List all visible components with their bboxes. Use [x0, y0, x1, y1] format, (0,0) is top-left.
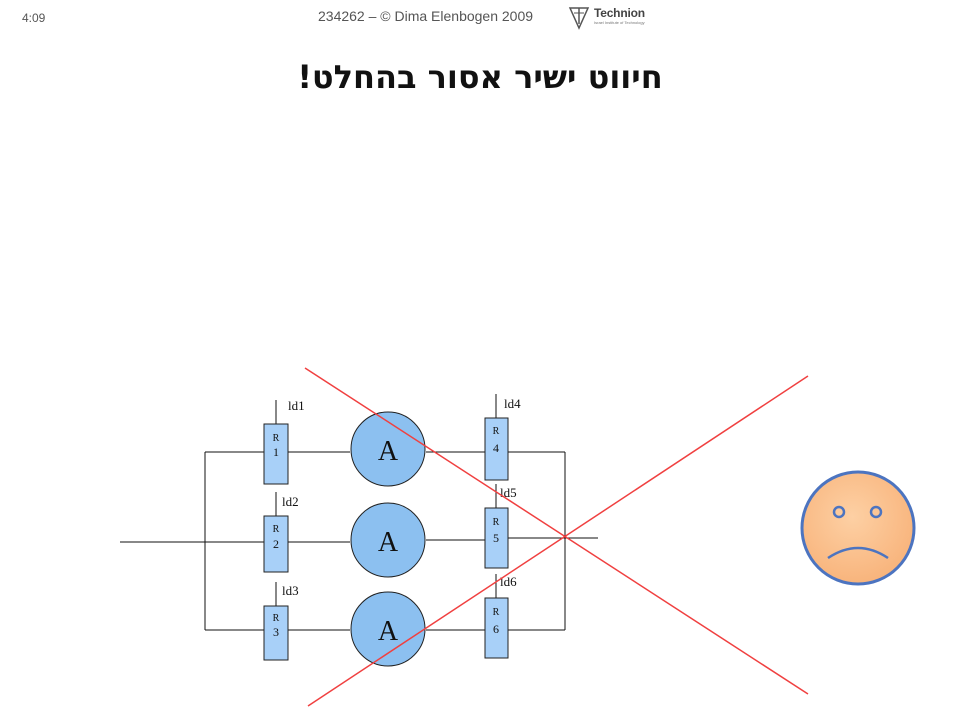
amplifier-2: A — [350, 502, 426, 578]
resistor-r5-number: 5 — [493, 531, 499, 545]
technion-emblem-icon — [568, 7, 590, 30]
amplifier-1-label: A — [378, 436, 399, 467]
label-ld2: ld2 — [282, 494, 299, 509]
resistor-r2-number: 2 — [273, 537, 279, 551]
logo-text: Technion — [594, 6, 645, 20]
label-ld1: ld1 — [288, 398, 305, 413]
resistor-r6-number: 6 — [493, 622, 499, 636]
resistor-r1-number: 1 — [273, 445, 279, 459]
resistor-r4-number: 4 — [493, 441, 499, 455]
label-ld4: ld4 — [504, 396, 521, 411]
resistor-r2: R 2 — [263, 515, 289, 573]
resistor-r5-letter: R — [493, 517, 500, 528]
resistor-r1-letter: R — [273, 433, 280, 444]
resistor-r3-letter: R — [273, 613, 280, 624]
amplifier-3: A — [350, 591, 426, 667]
resistor-r6: R 6 — [484, 597, 509, 659]
resistor-r3: R 3 — [263, 605, 289, 661]
resistor-r4: R 4 — [484, 417, 509, 481]
technion-logo: Technion Israel Institute of Technology — [566, 4, 656, 30]
resistor-r6-letter: R — [493, 607, 500, 618]
sad-face-icon — [800, 470, 916, 586]
amplifier-1: A — [350, 411, 426, 487]
amplifier-2-label: A — [378, 527, 399, 558]
label-ld5: ld5 — [500, 485, 517, 500]
course-credit: 234262 – © Dima Elenbogen 2009 — [318, 8, 534, 24]
slide-time: 4:09 — [22, 11, 46, 25]
amplifier-3-label: A — [378, 616, 399, 647]
forbidden-cross — [304, 367, 809, 707]
resistor-r2-letter: R — [273, 524, 280, 535]
logo-subtext: Israel Institute of Technology — [594, 20, 645, 25]
label-ld6: ld6 — [500, 574, 517, 589]
wires — [120, 394, 598, 631]
slide-title: חיווט ישיר אסור בהחלט! — [297, 58, 663, 96]
resistor-r1: R 1 — [263, 423, 289, 485]
resistor-r5: R 5 — [484, 507, 509, 569]
label-ld3: ld3 — [282, 583, 299, 598]
resistor-r4-letter: R — [493, 426, 500, 437]
resistor-r3-number: 3 — [273, 625, 279, 639]
